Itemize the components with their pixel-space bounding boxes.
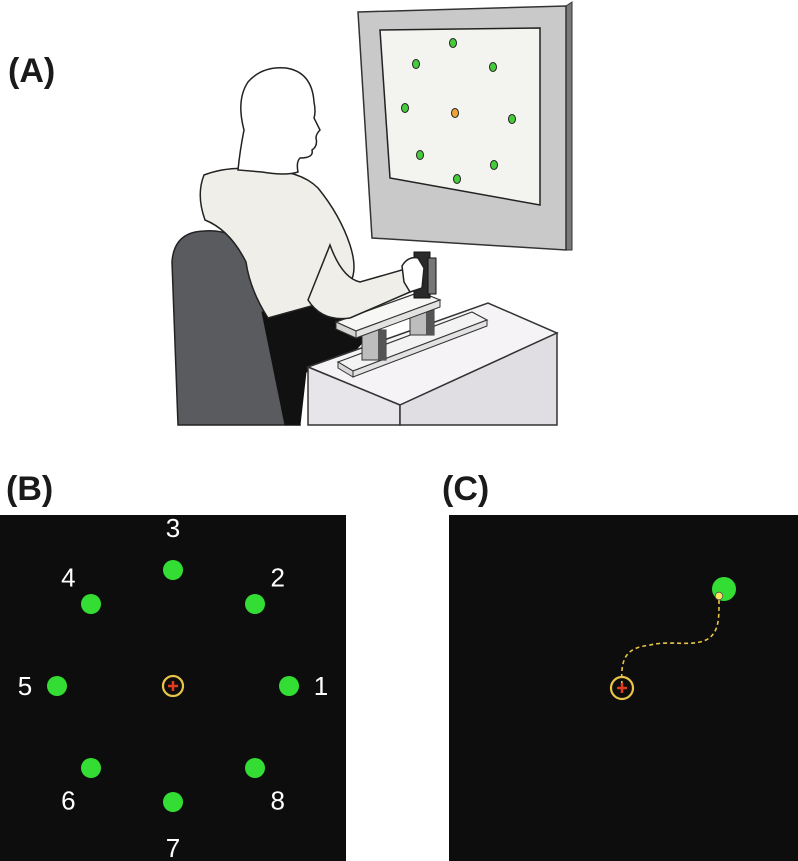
- target-number-2: 2: [270, 562, 284, 592]
- start-ring: [161, 674, 185, 698]
- target-7: [163, 792, 183, 812]
- person-head: [237, 67, 321, 175]
- target-number-5: 5: [18, 671, 32, 701]
- target-5: [47, 676, 67, 696]
- target-number-1: 1: [314, 671, 328, 701]
- panel-b-target-layout: 1 2 3 4 5 6 7 8: [0, 513, 346, 861]
- panel-label-b: (B): [6, 470, 54, 508]
- target-number-4: 4: [61, 562, 75, 592]
- panel-label-a: (A): [8, 52, 56, 90]
- target-8: [245, 758, 265, 778]
- manipulandum: [334, 251, 489, 378]
- monitor-start-position: [451, 108, 459, 118]
- monitor: [357, 1, 573, 251]
- target-6: [81, 758, 101, 778]
- target-3: [163, 560, 183, 580]
- target-number-7: 7: [166, 833, 180, 861]
- monitor-targets: [401, 38, 516, 184]
- target-set: [47, 560, 299, 812]
- target-numbers: 1 2 3 4 5 6 7 8: [18, 513, 328, 861]
- table: [305, 302, 559, 426]
- target-number-6: 6: [61, 786, 75, 816]
- start-position: [161, 674, 185, 698]
- monitor-screen: [379, 27, 541, 206]
- hand-trajectory: [620, 597, 720, 686]
- target-number-8: 8: [270, 786, 284, 816]
- person-hand: [401, 256, 425, 293]
- setup-illustration: [171, 1, 573, 426]
- cursor-cross-icon: [168, 681, 178, 691]
- target-number-3: 3: [166, 513, 180, 543]
- target-2: [245, 594, 265, 614]
- cursor-cross-icon: [617, 683, 627, 693]
- start-position: [609, 675, 635, 701]
- start-ring: [609, 675, 635, 701]
- target-4: [81, 594, 101, 614]
- panel-c-reach-trial: [449, 515, 798, 861]
- target-1: [279, 676, 299, 696]
- panel-label-c: (C): [442, 470, 490, 508]
- hand-cursor: [714, 591, 724, 601]
